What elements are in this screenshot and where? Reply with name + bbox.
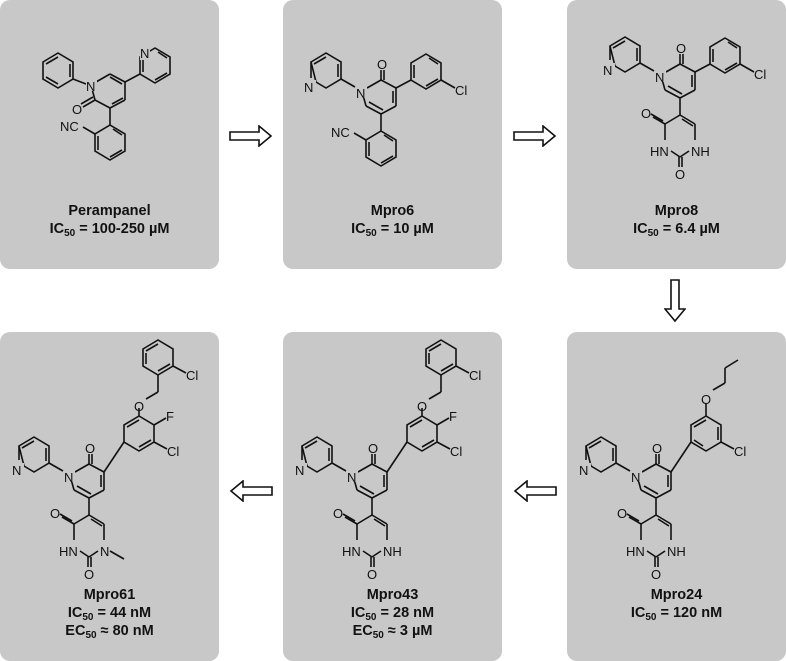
label-mpro61: Mpro61 IC50 = 44 nM EC50 ≈ 80 nM — [0, 586, 219, 641]
arrow-down-icon — [664, 279, 686, 323]
svg-text:Cl: Cl — [734, 444, 746, 459]
svg-text:O: O — [617, 506, 627, 521]
structure-mpro8: N N O Cl O HN NH O — [603, 36, 766, 182]
svg-text:Cl: Cl — [167, 444, 179, 459]
ic50-value: IC50 = 44 nM — [67, 605, 152, 623]
svg-text:Cl: Cl — [450, 444, 462, 459]
arrow-left-icon — [513, 480, 557, 502]
svg-text:N: N — [100, 544, 109, 559]
svg-text:O: O — [84, 567, 94, 582]
svg-text:N: N — [140, 46, 149, 61]
structure-mpro24: O Cl N N O O HN NH O — [579, 359, 746, 582]
svg-text:O: O — [377, 57, 387, 72]
arrow-left-icon — [229, 480, 273, 502]
svg-text:O: O — [72, 102, 82, 117]
structure-mpro61: Cl O F Cl N N O O HN N O — [12, 339, 198, 582]
arrow-right-icon — [229, 125, 273, 147]
ic50-value: IC50 = 6.4 µM — [633, 221, 720, 239]
arrow-right-icon — [513, 125, 557, 147]
svg-text:O: O — [85, 441, 95, 456]
panel-perampanel: N N O NC Perampanel IC50 = 100-250 µM — [0, 0, 219, 269]
svg-text:NC: NC — [60, 119, 79, 134]
panel-mpro8: N N O Cl O HN NH O Mpro8 IC50 = 6.4 µM — [567, 0, 786, 269]
svg-text:O: O — [134, 399, 144, 414]
svg-text:O: O — [676, 41, 686, 56]
compound-name: Mpro61 — [83, 587, 136, 603]
ic50-value: IC50 = 120 nM — [630, 605, 723, 623]
svg-text:F: F — [166, 409, 174, 424]
structure-mpro6: N N O Cl NC — [304, 52, 467, 167]
label-mpro8: Mpro8 IC50 = 6.4 µM — [567, 202, 786, 239]
svg-text:HN: HN — [59, 544, 78, 559]
ec50-value: EC50 ≈ 80 nM — [65, 623, 154, 641]
svg-text:N: N — [304, 80, 313, 95]
svg-text:N: N — [579, 463, 588, 478]
ec50-value: EC50 ≈ 3 µM — [352, 623, 433, 641]
svg-text:O: O — [701, 392, 711, 407]
svg-text:O: O — [368, 441, 378, 456]
svg-text:Cl: Cl — [455, 83, 467, 98]
svg-text:HN: HN — [650, 144, 669, 159]
svg-text:NH: NH — [691, 144, 710, 159]
label-perampanel: Perampanel IC50 = 100-250 µM — [0, 202, 219, 239]
compound-name: Mpro24 — [650, 587, 703, 603]
panel-mpro6: N N O Cl NC Mpro6 IC50 = 10 µM — [283, 0, 502, 269]
svg-text:N: N — [347, 470, 356, 485]
svg-text:N: N — [295, 463, 304, 478]
structure-perampanel: N N O NC — [42, 46, 171, 161]
svg-text:O: O — [652, 441, 662, 456]
svg-text:O: O — [367, 567, 377, 582]
svg-text:NC: NC — [331, 125, 350, 140]
ic50-value: IC50 = 28 nM — [350, 605, 435, 623]
svg-text:N: N — [655, 70, 664, 85]
svg-text:O: O — [333, 506, 343, 521]
svg-text:O: O — [50, 506, 60, 521]
svg-text:F: F — [449, 409, 457, 424]
compound-name: Mpro6 — [370, 203, 415, 219]
compound-name: Mpro43 — [366, 587, 419, 603]
svg-text:O: O — [417, 399, 427, 414]
svg-text:O: O — [651, 567, 661, 582]
svg-text:O: O — [675, 167, 685, 182]
panel-mpro24: O Cl N N O O HN NH O Mpro24 IC50 = 120 n… — [567, 332, 786, 661]
compound-name: Mpro8 — [654, 203, 699, 219]
svg-text:N: N — [603, 63, 612, 78]
svg-text:N: N — [64, 470, 73, 485]
ic50-value: IC50 = 10 µM — [351, 221, 434, 239]
structure-mpro43: Cl O F Cl N N O O HN NH O — [295, 339, 481, 582]
compound-name: Perampanel — [68, 203, 151, 219]
label-mpro43: Mpro43 IC50 = 28 nM EC50 ≈ 3 µM — [283, 586, 502, 641]
ic50-value: IC50 = 100-250 µM — [49, 221, 170, 239]
svg-text:NH: NH — [383, 544, 402, 559]
svg-text:O: O — [641, 106, 651, 121]
svg-text:Cl: Cl — [754, 67, 766, 82]
label-mpro24: Mpro24 IC50 = 120 nM — [567, 586, 786, 623]
svg-text:Cl: Cl — [469, 368, 481, 383]
svg-text:HN: HN — [626, 544, 645, 559]
panel-mpro61: Cl O F Cl N N O O HN N O Mpro61 IC50 = 4… — [0, 332, 219, 661]
svg-text:N: N — [356, 86, 365, 101]
svg-text:N: N — [86, 79, 95, 94]
svg-text:N: N — [631, 470, 640, 485]
svg-text:Cl: Cl — [186, 368, 198, 383]
label-mpro6: Mpro6 IC50 = 10 µM — [283, 202, 502, 239]
svg-text:NH: NH — [667, 544, 686, 559]
svg-text:N: N — [12, 463, 21, 478]
svg-text:HN: HN — [342, 544, 361, 559]
panel-mpro43: Cl O F Cl N N O O HN NH O Mpro43 IC50 = … — [283, 332, 502, 661]
